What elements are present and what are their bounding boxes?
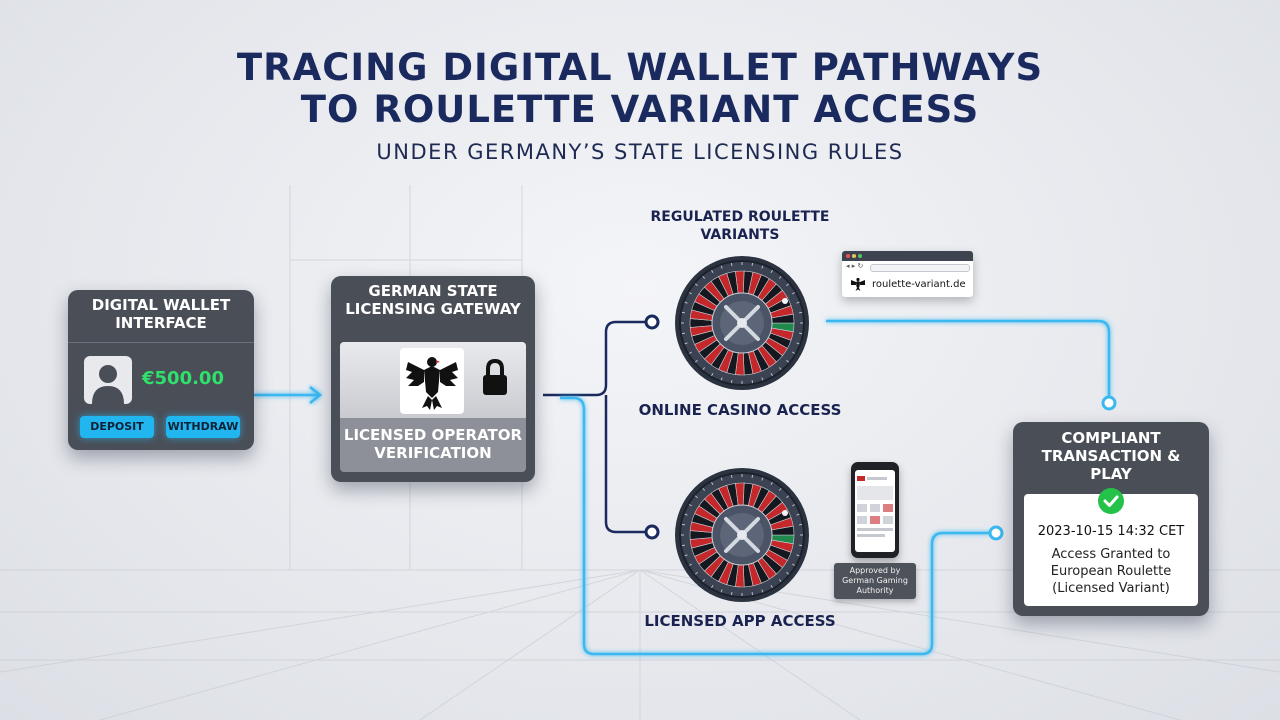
diagram-subtitle: UNDER GERMANY’S STATE LICENSING RULES [376,140,904,164]
german-eagle-icon [850,276,866,292]
online-casino-label: ONLINE CASINO ACCESS [638,401,842,419]
licensing-gateway-panel: GERMAN STATE LICENSING GATEWAY [331,276,535,482]
withdraw-button[interactable]: WITHDRAW [166,416,240,438]
online-to-compliant-path [826,319,1111,398]
gateway-branch-connector [543,320,652,534]
compliant-transaction-panel: COMPLIANT TRANSACTION & PLAY 2023-10-15 … [1013,422,1209,616]
variants-heading: REGULATED ROULETTE VARIANTS [650,209,830,243]
phone-screen [855,470,895,552]
wallet-to-gateway-arrow [254,386,323,404]
diagram-title-line-2: TO ROULETTE VARIANT ACCESS [300,88,980,131]
online-node [644,314,660,330]
compliant-heading: COMPLIANT TRANSACTION & PLAY [1041,429,1181,483]
smartphone-icon [851,462,899,558]
gateway-to-compliant-path [560,396,994,656]
wallet-heading: DIGITAL WALLET INTERFACE [68,290,254,343]
app-node [644,524,660,540]
compliant-upper-node [1101,395,1117,411]
german-eagle-icon [400,348,464,414]
deposit-button[interactable]: DEPOSIT [80,416,154,438]
transaction-timestamp: 2023-10-15 14:32 CET [1037,524,1185,539]
browser-nav-icon: ◂ ▸ ↻ [846,262,864,270]
access-receipt-card: 2023-10-15 14:32 CET Access Granted to E… [1024,488,1198,606]
roulette-wheel-icon[interactable] [673,254,811,392]
access-granted-message: Access Granted to European Roulette (Lic… [1050,547,1172,596]
user-avatar-icon [84,356,132,404]
gateway-caption: LICENSED OPERATOR VERIFICATION [343,426,523,462]
approval-badge: Approved by German Gaming Authority [834,563,916,599]
licensed-app-label: LICENSED APP ACCESS [644,612,836,630]
compliant-lower-node [988,525,1004,541]
browser-url: roulette-variant.de [872,279,966,290]
browser-window: ◂ ▸ ↻ roulette-variant.de [842,251,973,297]
check-circle-icon [1097,487,1125,515]
diagram-title-line-1: TRACING DIGITAL WALLET PATHWAYS [236,46,1044,89]
lock-icon [480,358,510,398]
digital-wallet-panel: DIGITAL WALLET INTERFACE €500.00 DEPOSIT… [68,290,254,450]
roulette-wheel-icon[interactable] [673,466,811,604]
browser-address-bar[interactable] [870,264,970,272]
wallet-balance: €500.00 [142,368,224,389]
browser-titlebar [842,251,973,261]
gateway-heading: GERMAN STATE LICENSING GATEWAY [345,282,521,318]
verification-card: LICENSED OPERATOR VERIFICATION [340,342,526,472]
